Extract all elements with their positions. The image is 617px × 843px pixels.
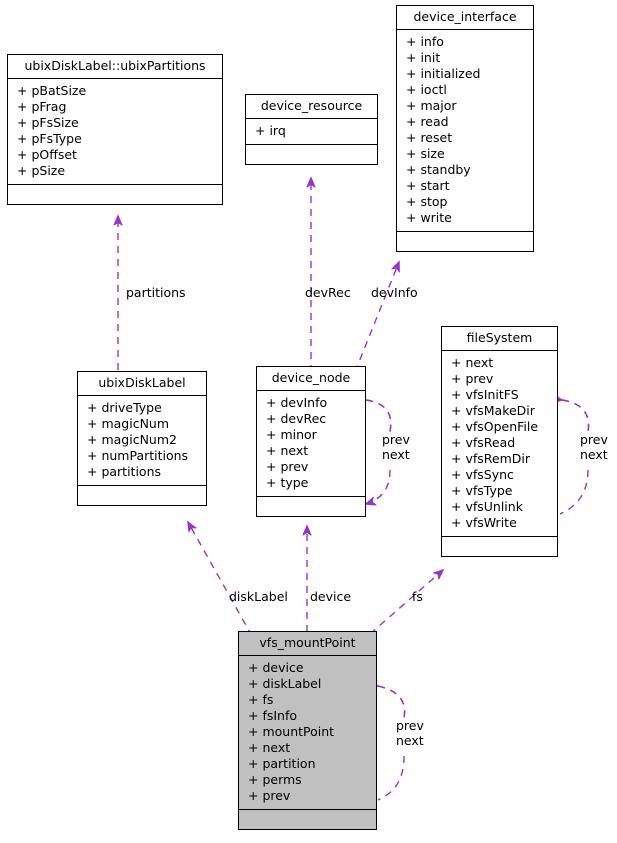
edge-label-line: next bbox=[580, 447, 608, 462]
edge-label-line: prev bbox=[396, 718, 424, 733]
attribute-row: + vfsMakeDir bbox=[451, 403, 535, 418]
attribute-row: + vfsType bbox=[451, 483, 513, 498]
attribute-row: + major bbox=[406, 98, 457, 113]
class-attributes-device-interface: + info + init + initialized + ioctl + ma… bbox=[397, 30, 533, 232]
attribute-row: + driveType bbox=[87, 400, 162, 415]
attribute-row: + size bbox=[406, 146, 445, 161]
attribute-row: + next bbox=[451, 355, 494, 370]
attribute-row: + init bbox=[406, 50, 441, 65]
attribute-row: + vfsRemDir bbox=[451, 451, 530, 466]
edge-devInfo bbox=[354, 262, 399, 373]
attribute-row: + pFsSize bbox=[17, 115, 79, 130]
class-title-device-node: device_node bbox=[257, 367, 365, 391]
attribute-row: + ioctl bbox=[406, 82, 447, 97]
attribute-row: + write bbox=[406, 210, 452, 225]
attribute-row: + prev bbox=[451, 371, 494, 386]
class-attributes-vfs-mountpoint: + device + diskLabel + fs + fsInfo + mou… bbox=[239, 656, 376, 810]
attribute-row: + pFrag bbox=[17, 99, 67, 114]
attribute-row: + stop bbox=[406, 194, 448, 209]
attribute-row: + info bbox=[406, 34, 444, 49]
class-operations-device-resource bbox=[246, 145, 377, 164]
class-operations-device-node bbox=[257, 497, 365, 516]
edge-device-node-selfloop-out bbox=[366, 400, 392, 433]
class-box-file-system[interactable]: fileSystem + next + prev + vfsInitFS + v… bbox=[441, 326, 558, 557]
class-box-ubix-partitions[interactable]: ubixDiskLabel::ubixPartitions + pBatSize… bbox=[7, 54, 223, 205]
class-operations-file-system bbox=[442, 537, 557, 556]
attribute-row: + pSize bbox=[17, 163, 66, 178]
attribute-row: + prev bbox=[248, 788, 291, 803]
attribute-row: + initialized bbox=[406, 66, 481, 81]
edge-label-device-node-prev-next: prev next bbox=[382, 432, 410, 462]
class-box-device-node[interactable]: device_node + devInfo + devRec + minor +… bbox=[256, 366, 366, 517]
attribute-row: + pBatSize bbox=[17, 83, 87, 98]
attribute-row: + irq bbox=[255, 123, 286, 138]
class-attributes-device-node: + devInfo + devRec + minor + next + prev… bbox=[257, 391, 365, 497]
attribute-row: + numPartitions bbox=[87, 448, 189, 463]
attribute-row: + next bbox=[248, 740, 291, 755]
class-operations-device-interface bbox=[397, 232, 533, 251]
edge-label-devInfo: devInfo bbox=[371, 285, 418, 300]
attribute-row: + vfsOpenFile bbox=[451, 419, 539, 434]
attribute-row: + partition bbox=[248, 756, 316, 771]
edge-fs bbox=[369, 570, 443, 635]
attribute-row: + perms bbox=[248, 772, 302, 787]
edge-filesystem-selfloop-out bbox=[562, 400, 590, 433]
class-box-vfs-mountpoint[interactable]: vfs_mountPoint + device + diskLabel + fs… bbox=[238, 631, 377, 830]
attribute-row: + vfsSync bbox=[451, 467, 514, 482]
edge-label-device: device bbox=[310, 589, 352, 604]
edge-diskLabel bbox=[188, 522, 253, 637]
attribute-row: + type bbox=[266, 475, 309, 490]
class-box-device-resource[interactable]: device_resource + irq bbox=[245, 94, 378, 165]
class-operations-ubix-partitions bbox=[8, 185, 222, 204]
attribute-row: + standby bbox=[406, 162, 471, 177]
attribute-row: + read bbox=[406, 114, 449, 129]
edge-label-fs: fs bbox=[412, 589, 423, 604]
edge-label-devRec: devRec bbox=[305, 285, 351, 300]
class-attributes-ubix-disk-label: + driveType + magicNum + magicNum2 + num… bbox=[78, 396, 206, 486]
edge-label-line: prev bbox=[580, 432, 608, 447]
attribute-row: + vfsInitFS bbox=[451, 387, 519, 402]
edge-label-line: prev bbox=[382, 432, 410, 447]
attribute-row: + pOffset bbox=[17, 147, 77, 162]
attribute-row: + vfsRead bbox=[451, 435, 516, 450]
edge-label-mountpoint-prev-next: prev next bbox=[396, 718, 424, 748]
class-title-ubix-disk-label: ubixDiskLabel bbox=[78, 372, 206, 396]
attribute-row: + mountPoint bbox=[248, 724, 335, 739]
class-title-ubix-partitions: ubixDiskLabel::ubixPartitions bbox=[8, 55, 222, 79]
attribute-row: + diskLabel bbox=[248, 676, 322, 691]
class-box-ubix-disk-label[interactable]: ubixDiskLabel + driveType + magicNum + m… bbox=[77, 371, 207, 506]
edge-label-line: next bbox=[382, 447, 410, 462]
class-attributes-file-system: + next + prev + vfsInitFS + vfsMakeDir +… bbox=[442, 351, 557, 537]
class-title-file-system: fileSystem bbox=[442, 327, 557, 351]
attribute-row: + minor bbox=[266, 427, 317, 442]
attribute-row: + vfsUnlink bbox=[451, 499, 523, 514]
edge-label-partitions: partitions bbox=[126, 285, 186, 300]
attribute-row: + start bbox=[406, 178, 450, 193]
attribute-row: + prev bbox=[266, 459, 309, 474]
class-title-device-interface: device_interface bbox=[397, 6, 533, 30]
class-attributes-ubix-partitions: + pBatSize + pFrag + pFsSize + pFsType +… bbox=[8, 79, 222, 185]
class-operations-ubix-disk-label bbox=[78, 486, 206, 505]
attribute-row: + reset bbox=[406, 130, 453, 145]
attribute-row: + pFsType bbox=[17, 131, 82, 146]
edge-label-diskLabel: diskLabel bbox=[229, 589, 288, 604]
attribute-row: + magicNum bbox=[87, 416, 170, 431]
class-operations-vfs-mountpoint bbox=[239, 810, 376, 829]
class-attributes-device-resource: + irq bbox=[246, 119, 377, 145]
attribute-row: + vfsWrite bbox=[451, 515, 517, 530]
attribute-row: + device bbox=[248, 660, 304, 675]
class-title-vfs-mountpoint: vfs_mountPoint bbox=[239, 632, 376, 656]
edge-label-filesystem-prev-next: prev next bbox=[580, 432, 608, 462]
class-title-device-resource: device_resource bbox=[246, 95, 377, 119]
attribute-row: + fs bbox=[248, 692, 274, 707]
attribute-row: + partitions bbox=[87, 464, 162, 479]
class-box-device-interface[interactable]: device_interface + info + init + initial… bbox=[396, 5, 534, 252]
edge-mountpoint-selfloop-out bbox=[378, 686, 406, 719]
attribute-row: + devInfo bbox=[266, 395, 328, 410]
attribute-row: + devRec bbox=[266, 411, 327, 426]
attribute-row: + next bbox=[266, 443, 309, 458]
edge-label-line: next bbox=[396, 733, 424, 748]
attribute-row: + magicNum2 bbox=[87, 432, 177, 447]
attribute-row: + fsInfo bbox=[248, 708, 298, 723]
